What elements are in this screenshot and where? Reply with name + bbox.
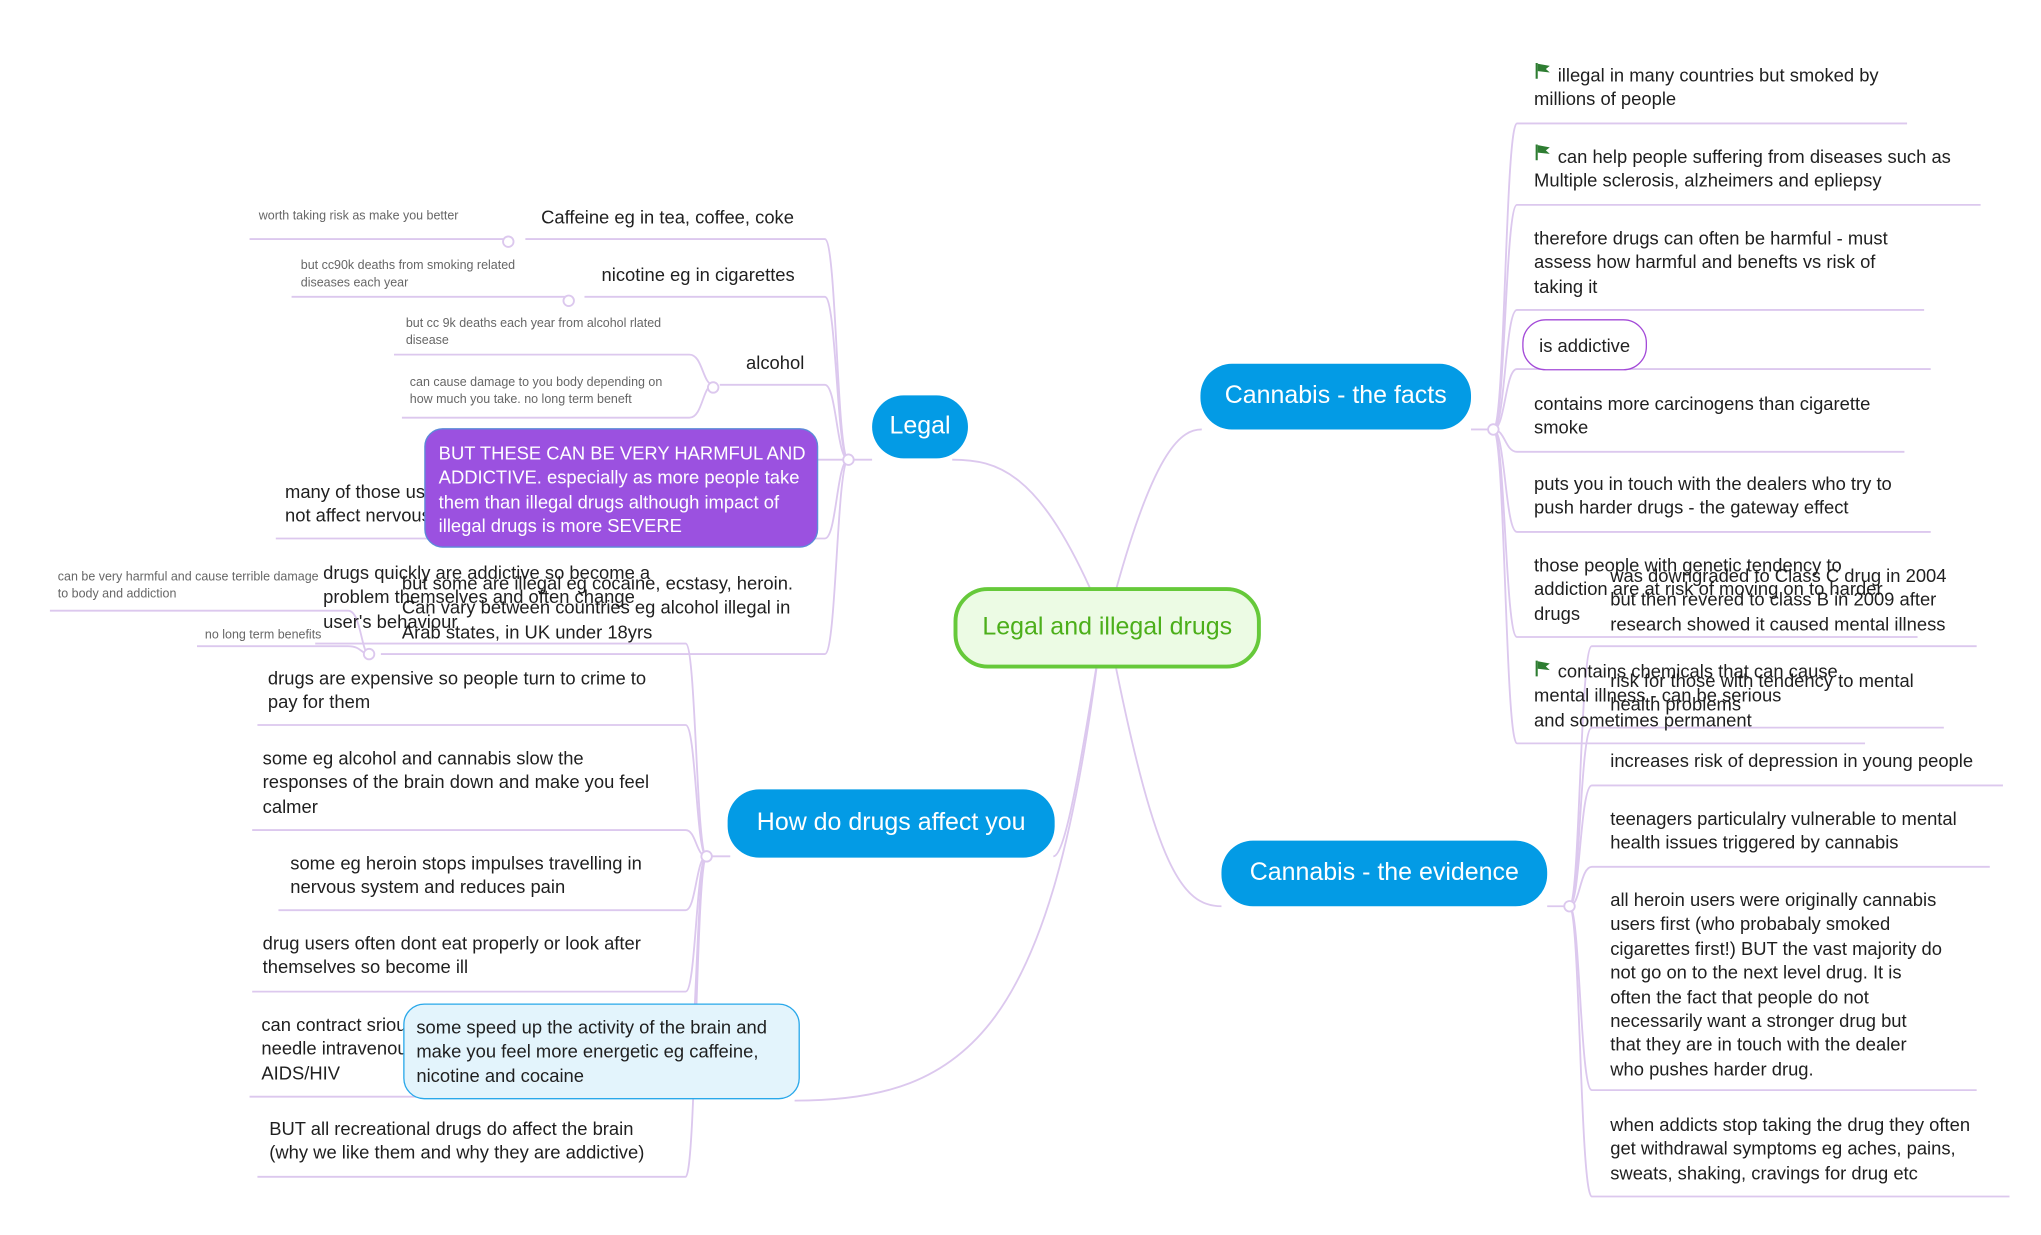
affect-item-4[interactable]: some eg heroin stops impulses travelling… <box>290 852 642 898</box>
central-topic-label: Legal and illegal drugs <box>982 613 1233 641</box>
speed-up-callout[interactable]: some speed up the activity of the brain … <box>403 1003 800 1100</box>
note-illegal-harm[interactable]: can be very harmful and cause terrible d… <box>57 570 319 601</box>
central-topic[interactable]: Legal and illegal drugs <box>953 587 1261 669</box>
warning-callout[interactable]: BUT THESE CAN BE VERY HARMFUL AND ADDICT… <box>424 428 819 548</box>
facts-item-6[interactable]: puts you in touch with the dealers who t… <box>1534 472 1892 519</box>
link-center-speed <box>794 656 1099 1102</box>
node-alcohol[interactable]: alcohol <box>746 351 805 374</box>
topic-facts-label: Cannabis - the facts <box>1224 382 1447 410</box>
topic-affect[interactable]: How do drugs affect you <box>727 789 1055 858</box>
topic-legal-label: Legal <box>889 412 951 440</box>
topic-legal[interactable]: Legal <box>872 395 968 459</box>
facts-item-3[interactable]: therefore drugs can often be harmful - m… <box>1534 227 1888 297</box>
note-alcohol-deaths[interactable]: but cc 9k deaths each year from alcohol … <box>405 316 662 348</box>
facts-item-5[interactable]: contains more carcinogens than cigarette… <box>1534 392 1871 438</box>
evidence-item-6[interactable]: when addicts stop taking the drug they o… <box>1610 1113 1971 1184</box>
affect-item-5[interactable]: drug users often dont eat properly or lo… <box>262 932 641 978</box>
node-illegal[interactable]: but some are illegal eg cocaine, ecstasy… <box>401 572 794 643</box>
flag-icon <box>1535 144 1550 161</box>
facts-item-2[interactable]: can help people suffering from diseases … <box>1534 145 1951 191</box>
evidence-item-3[interactable]: increases risk of depression in young pe… <box>1610 749 1974 771</box>
topic-affect-label: How do drugs affect you <box>756 809 1026 837</box>
link-center-facts <box>1115 428 1202 589</box>
link-legal-nicotine <box>584 295 850 461</box>
evidence-item-5[interactable]: all heroin users were originally cannabi… <box>1610 889 1943 1080</box>
flag-icon <box>1535 63 1550 79</box>
link-center-legal <box>952 458 1091 589</box>
facts-item-addictive[interactable]: is addictive <box>1522 319 1648 371</box>
link-legal-illegal <box>380 458 850 655</box>
affect-item-7[interactable]: BUT all recreational drugs do affect the… <box>269 1117 645 1163</box>
affect-item-2[interactable]: drugs are expensive so people turn to cr… <box>267 667 647 713</box>
note-caffeine[interactable]: worth taking risk as make you better <box>258 208 459 224</box>
link-center-evidence <box>1112 656 1222 908</box>
flag-icon <box>1535 660 1550 677</box>
note-illegal-benefits[interactable]: no long term benefits <box>204 627 322 643</box>
evidence-item-4[interactable]: teenagers particulalry vulnerable to men… <box>1610 807 1957 853</box>
note-alcohol-damage[interactable]: can cause damage to you body depending o… <box>409 375 663 407</box>
topic-facts[interactable]: Cannabis - the facts <box>1200 363 1472 430</box>
topic-evidence[interactable]: Cannabis - the evidence <box>1221 840 1548 907</box>
topic-evidence-label: Cannabis - the evidence <box>1249 858 1519 887</box>
node-nicotine[interactable]: nicotine eg in cigarettes <box>601 263 795 286</box>
node-caffeine[interactable]: Caffeine eg in tea, coffee, coke <box>541 206 794 228</box>
link-center-affect <box>1053 656 1099 858</box>
